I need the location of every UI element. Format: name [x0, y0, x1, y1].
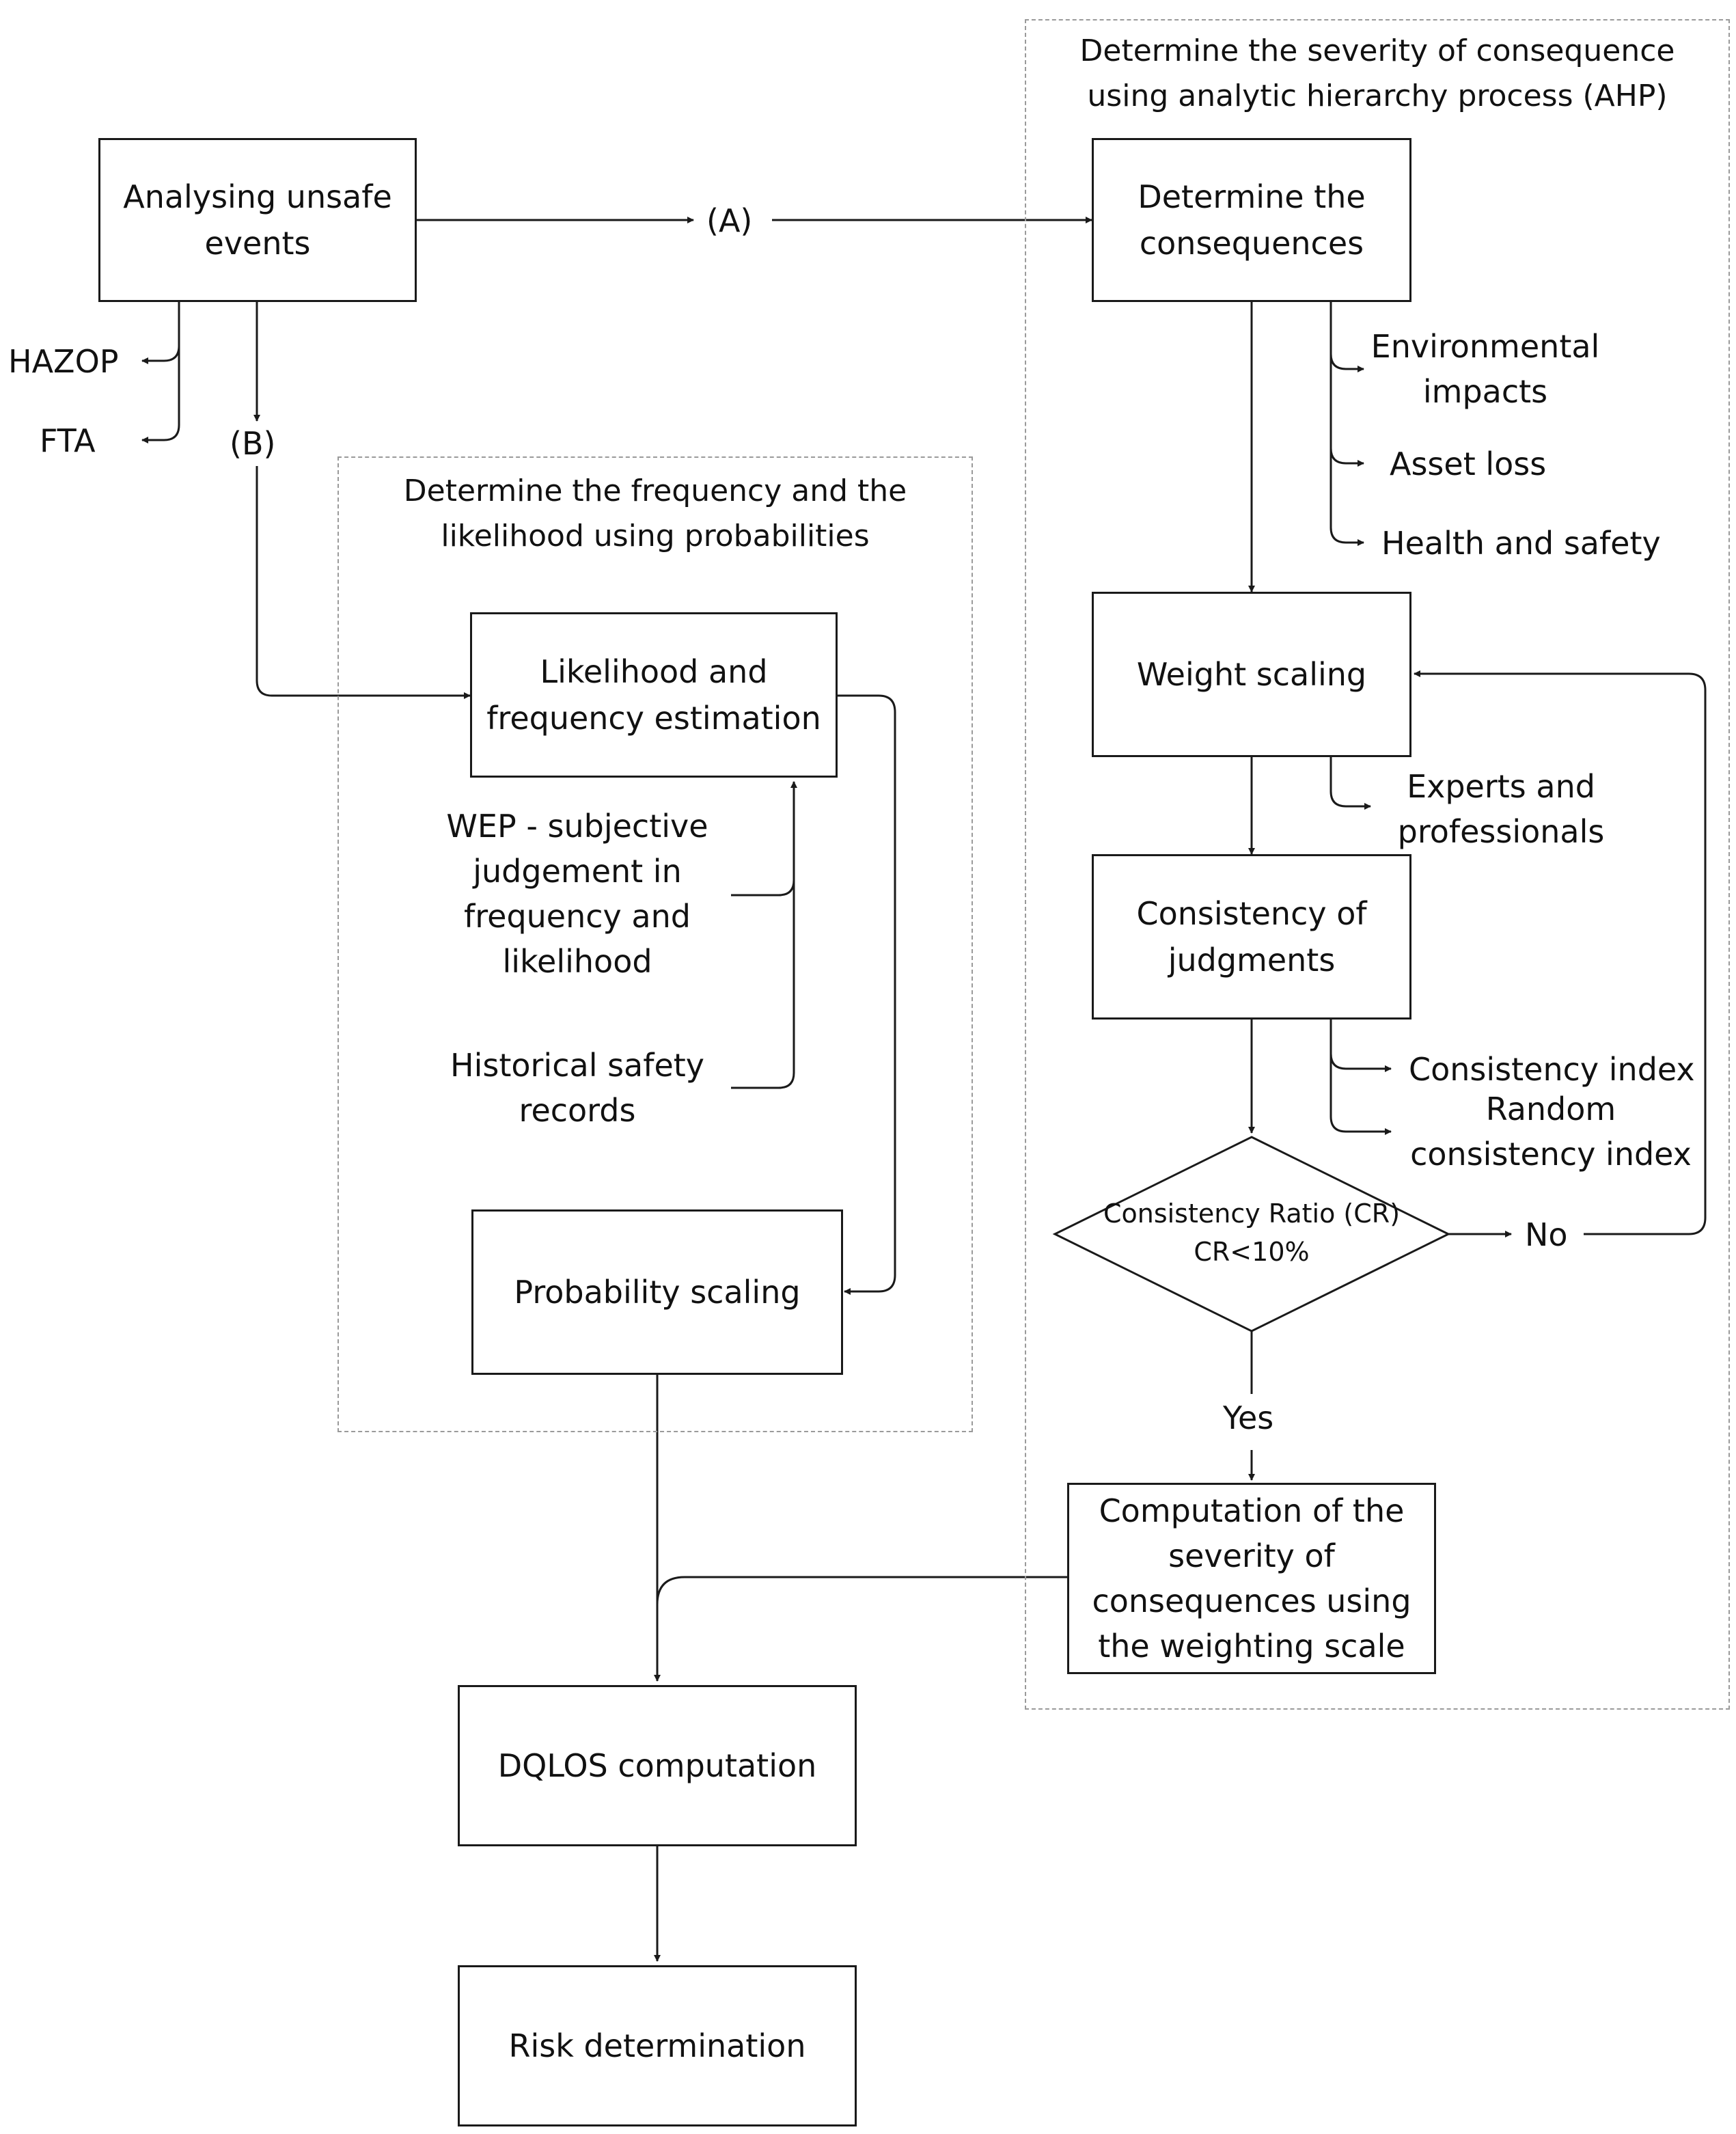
experts-professionals-label: Experts and professionals — [1375, 764, 1627, 854]
dqlos-label: DQLOS computation — [497, 1747, 817, 1784]
historical-safety-records-label: Historical safety records — [424, 1043, 731, 1133]
computation-line4: the weighting scale — [1098, 1628, 1405, 1665]
wep-line2: judgement in — [473, 853, 682, 890]
dqlos-computation-box[interactable]: DQLOS computation — [458, 1685, 857, 1846]
consequences-line2: consequences — [1139, 225, 1364, 262]
computation-line1: Computation of the — [1099, 1492, 1405, 1529]
random-line1: Random — [1485, 1091, 1616, 1127]
arrow-computation-to-dqlos — [656, 1576, 1067, 1605]
probability-scaling-label: Probability scaling — [514, 1274, 801, 1311]
consistency-line1: Consistency of — [1136, 895, 1367, 932]
yes-label: Yes — [1223, 1399, 1274, 1436]
consistency-line2: judgments — [1168, 942, 1336, 979]
arrow-to-fta — [141, 346, 180, 443]
environmental-line1: Environmental — [1370, 328, 1600, 365]
risk-label: Risk determination — [508, 2027, 806, 2064]
decision-diamond — [1052, 1136, 1451, 1332]
computation-line2: severity of — [1168, 1537, 1335, 1574]
computation-line3: consequences using — [1092, 1583, 1411, 1619]
b-connector-label: (B) — [230, 425, 276, 462]
computation-severity-box[interactable]: Computation of the severity of consequen… — [1067, 1483, 1436, 1674]
environmental-line2: impacts — [1422, 373, 1548, 410]
consequences-line1: Determine the — [1138, 178, 1366, 215]
ahp-group — [1025, 19, 1730, 1710]
ahp-title-line1: Determine the severity of consequence — [1079, 33, 1675, 68]
probability-group — [337, 456, 973, 1432]
historical-line1: Historical safety — [450, 1047, 704, 1084]
analysing-line1: Analysing unsafe — [123, 178, 392, 215]
weight-scaling-label: Weight scaling — [1136, 656, 1367, 693]
wep-subjective-judgement-label: WEP - subjective judgement in frequency … — [424, 804, 731, 984]
wep-line3: frequency and — [464, 898, 691, 935]
wep-line4: likelihood — [502, 943, 652, 980]
ahp-title-line2: using analytic hierarchy process (AHP) — [1087, 79, 1668, 113]
arrow-likelihood-to-probability — [838, 694, 896, 1295]
hazop-label: HAZOP — [8, 343, 119, 380]
experts-line1: Experts and — [1407, 768, 1595, 805]
arrow-b-to-likelihood — [256, 466, 471, 699]
consistency-judgments-box[interactable]: Consistency of judgments — [1092, 854, 1411, 1020]
experts-line2: professionals — [1397, 813, 1605, 850]
a-connector-label: (A) — [706, 202, 753, 239]
likelihood-frequency-box[interactable]: Likelihood and frequency estimation — [470, 612, 838, 778]
health-safety-label: Health and safety — [1381, 525, 1661, 562]
arrow-to-random-index — [1329, 1054, 1392, 1135]
no-label: No — [1525, 1216, 1568, 1253]
likelihood-line1: Likelihood and — [540, 653, 768, 690]
probability-title-line1: Determine the frequency and the — [403, 474, 907, 508]
decision-line1: Consistency Ratio (CR) — [1103, 1199, 1401, 1229]
probability-title-line2: likelihood using probabilities — [441, 519, 870, 553]
arrow-to-health-safety — [1329, 448, 1364, 546]
probability-scaling-box[interactable]: Probability scaling — [471, 1209, 843, 1375]
arrow-no-to-weight — [1414, 670, 1707, 1235]
decision-text: Consistency Ratio (CR) CR<10% — [1066, 1194, 1437, 1271]
analysing-unsafe-events-box[interactable]: Analysing unsafe events — [98, 138, 417, 302]
weight-scaling-box[interactable]: Weight scaling — [1092, 592, 1411, 757]
fta-label: FTA — [40, 422, 96, 459]
analysing-line2: events — [204, 225, 311, 262]
asset-loss-label: Asset loss — [1390, 446, 1547, 482]
line-historical-to-likelihood — [731, 880, 795, 1089]
random-line2: consistency index — [1410, 1136, 1692, 1173]
environmental-impacts-label: Environmental impacts — [1362, 324, 1608, 414]
probability-group-title: Determine the frequency and the likeliho… — [344, 469, 966, 559]
risk-determination-box[interactable]: Risk determination — [458, 1965, 857, 2126]
decision-line2: CR<10% — [1194, 1237, 1310, 1267]
ahp-group-title: Determine the severity of consequence us… — [1032, 29, 1723, 119]
random-consistency-index-label: Random consistency index — [1394, 1086, 1708, 1177]
determine-consequences-box[interactable]: Determine the consequences — [1092, 138, 1411, 302]
likelihood-line2: frequency estimation — [486, 700, 821, 737]
wep-line1: WEP - subjective — [446, 808, 708, 845]
arrow-to-experts — [1329, 757, 1371, 810]
arrow-to-hazop — [141, 302, 180, 364]
consistency-index-label: Consistency index — [1409, 1051, 1695, 1088]
historical-line2: records — [519, 1092, 636, 1129]
